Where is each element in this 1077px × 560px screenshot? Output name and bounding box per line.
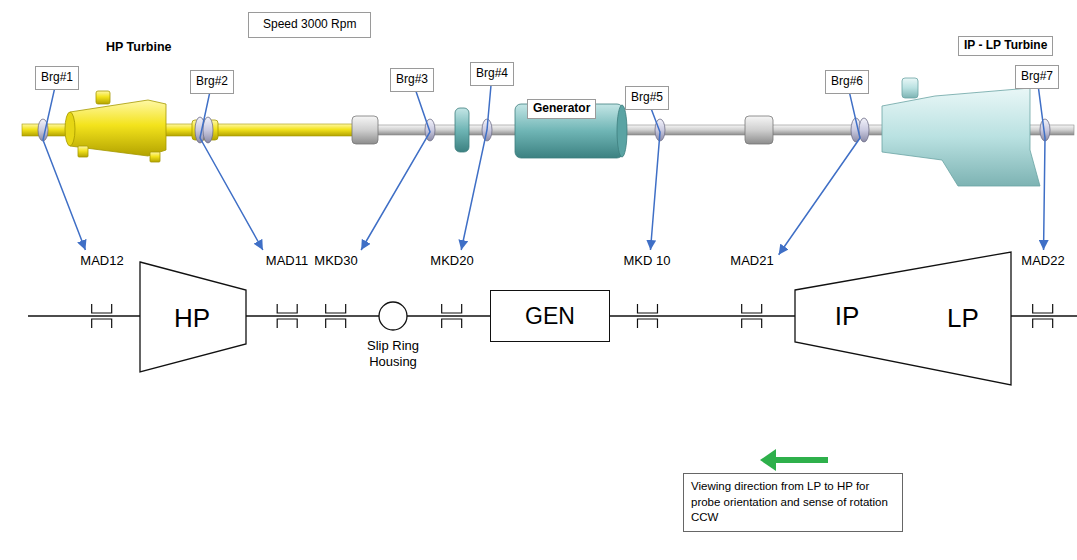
bearing-bracket <box>1033 304 1053 328</box>
bearing-code: MKD30 <box>314 254 357 269</box>
bearing-tag: Brg#4 <box>470 62 514 86</box>
bearing-tag-text: Brg#2 <box>196 75 228 89</box>
hp-casing <box>70 100 166 156</box>
section-name: LP <box>947 305 979 331</box>
speed-box: Speed 3000 Rpm <box>248 12 371 38</box>
generator-box: GEN <box>490 290 610 342</box>
bearing-tag-text: Brg#6 <box>831 75 863 89</box>
generator-end <box>617 105 627 157</box>
bearing-bracket <box>442 304 462 328</box>
ip-lp-nozzle <box>902 78 918 98</box>
section-name: IP <box>835 303 860 329</box>
bearing-tag: Brg#3 <box>390 68 434 92</box>
bearing-tag-text: Brg#1 <box>41 71 73 85</box>
slip-ring-symbol: Slip Ring Housing <box>357 300 429 382</box>
slip-ring-disc <box>455 108 469 152</box>
direction-arrow <box>774 457 828 463</box>
bearing-ring <box>203 117 213 143</box>
probe-arrow <box>361 92 430 250</box>
bearing-tag: Brg#2 <box>190 70 234 94</box>
bearing-bracket <box>277 304 297 328</box>
bearing-bracket <box>637 304 657 328</box>
turbine-outline-shape <box>795 252 1011 385</box>
hp-turbine-symbol: HP <box>140 262 246 372</box>
coupling <box>352 116 378 144</box>
probe-arrow <box>779 94 860 255</box>
bearing-symbol: MAD21 <box>725 250 778 336</box>
bearing-code: MAD22 <box>1021 254 1064 269</box>
turbine-caption: HP Turbine <box>106 40 172 54</box>
bearing-symbol: MKD30 <box>309 250 362 336</box>
probe-arrow <box>43 90 85 250</box>
note-box: Viewing direction from LP to HP for prob… <box>683 473 903 532</box>
generator-tag: Generator <box>527 99 596 119</box>
bearing-symbol: MAD12 <box>75 250 128 336</box>
bearing-code: MKD20 <box>430 254 473 269</box>
bearing-code: MAD11 <box>266 254 308 269</box>
ip-lp-turbine-symbol: IP LP <box>795 252 1011 385</box>
hp-casing-end <box>65 112 75 146</box>
bearing-tag-text: Brg#4 <box>476 67 508 81</box>
bearing-symbol: MAD22 <box>1016 250 1069 336</box>
bearing-code: MAD12 <box>80 254 123 269</box>
bearing-symbol: MKD20 <box>425 250 478 336</box>
coupling <box>745 116 773 144</box>
bearing-symbol: MKD 10 <box>619 250 676 336</box>
bearing-tag-text: Brg#7 <box>1021 70 1053 84</box>
probe-arrow <box>200 94 263 250</box>
bearing-tag-text: Brg#5 <box>631 91 663 105</box>
bearing-symbol: MAD11 <box>261 250 313 336</box>
probe-arrow <box>650 110 660 250</box>
bearing-tag: Brg#1 <box>35 66 79 90</box>
note-text: Viewing direction from LP to HP for prob… <box>691 479 895 526</box>
section-name: HP <box>174 305 210 331</box>
turbine-tag: IP - LP Turbine <box>958 36 1053 56</box>
turbine-outline-shape <box>140 262 246 372</box>
slip-ring-text: Slip Ring Housing <box>357 338 429 371</box>
probe-arrow <box>461 86 491 250</box>
slip-ring-circle <box>379 302 407 330</box>
ip-lp-casing <box>882 88 1040 186</box>
section-name: GEN <box>525 305 575 328</box>
bearing-bracket <box>326 304 346 328</box>
bearing-code: MKD 10 <box>624 254 671 269</box>
speed-text: Speed 3000 Rpm <box>263 18 356 32</box>
direction-arrow-head <box>760 449 776 471</box>
bearing-tag-text: Brg#3 <box>396 73 428 87</box>
bearing-tag: Brg#5 <box>625 86 669 110</box>
bearing-bracket <box>92 304 112 328</box>
probe-arrow <box>1039 89 1045 250</box>
bearing-bracket <box>742 304 762 328</box>
hp-nozzle <box>96 91 110 104</box>
hp-foot <box>150 152 160 162</box>
bearing-tag: Brg#7 <box>1015 65 1059 89</box>
bearing-code: MAD21 <box>730 254 773 269</box>
hp-foot <box>78 146 88 157</box>
generator-tag-text: Generator <box>533 102 590 116</box>
turbine-tag-text: IP - LP Turbine <box>964 39 1047 53</box>
bearing-tag: Brg#6 <box>825 70 869 94</box>
